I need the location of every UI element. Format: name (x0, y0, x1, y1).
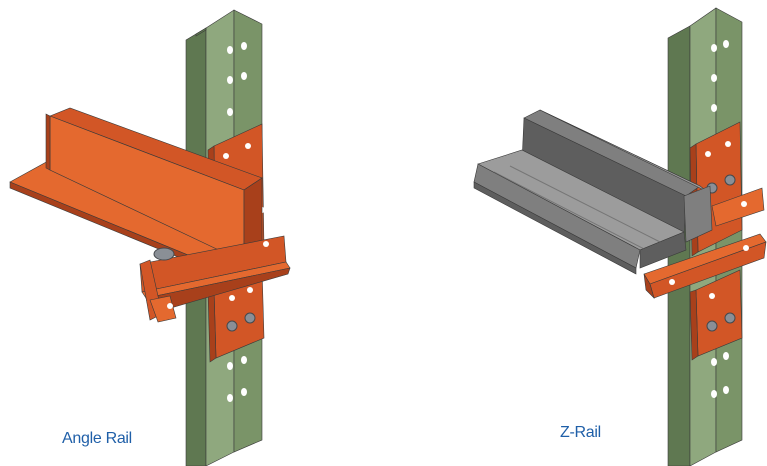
right-support-arm (643, 233, 767, 300)
right-bracket-lower (689, 269, 743, 361)
right-bracket-upper (689, 121, 765, 257)
z-rail-caption: Z-Rail (560, 424, 601, 441)
z-rail-illustration (473, 7, 767, 466)
angle-rail-caption: Angle Rail (62, 430, 132, 447)
left-bracket-lower (207, 267, 265, 363)
z-rail (473, 109, 713, 275)
left-support-arm (139, 235, 291, 323)
angle-rail-illustration (9, 9, 291, 466)
